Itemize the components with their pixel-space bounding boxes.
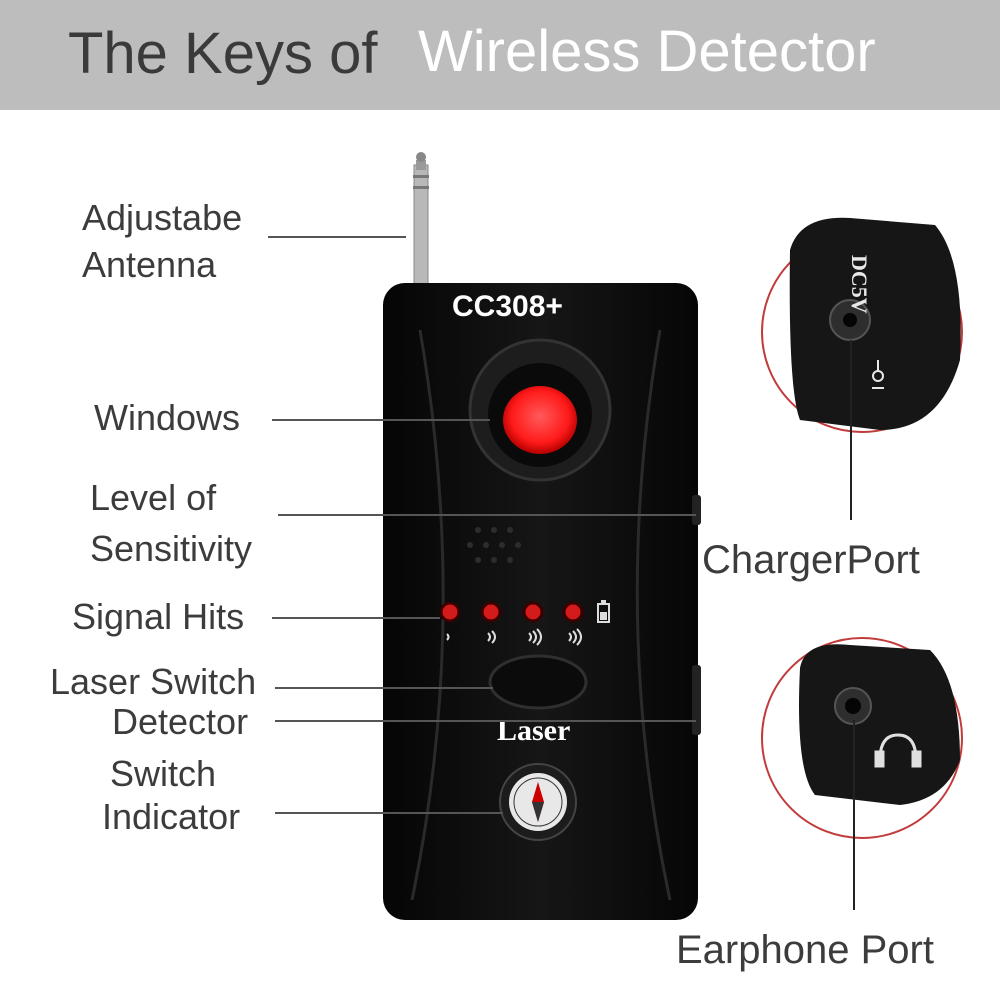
- callout-sensitivity: Level of Sensitivity: [90, 476, 252, 570]
- headphones-icon: [874, 733, 922, 768]
- callout-antenna-line-2: Antenna: [82, 244, 217, 286]
- callout-detector: Detector: [112, 701, 249, 742]
- earphone-port-detail: [761, 637, 963, 839]
- leader-earphone-port: [853, 720, 855, 910]
- callout-antenna-line-1: Adjustabe: [82, 197, 243, 238]
- title-part-2: Wireless Detector: [418, 19, 876, 84]
- charger-port-label: ChargerPort: [702, 538, 920, 582]
- callout-switch-indicator-line-2: Indicator: [102, 796, 241, 838]
- callout-switch-indicator-line-1: Switch: [110, 753, 217, 794]
- sensor-window: [468, 338, 612, 482]
- leader-charger-port: [850, 340, 852, 520]
- callout-signal-hits: Signal Hits: [72, 596, 245, 637]
- signal-leds: [439, 600, 610, 646]
- laser-button[interactable]: [488, 654, 588, 710]
- device-body: [383, 283, 698, 920]
- title-banner: The Keys of Wireless Detector: [0, 0, 1000, 110]
- dc-plug-icon: [872, 360, 884, 389]
- leader-detector: [275, 720, 696, 722]
- antenna[interactable]: [413, 152, 429, 291]
- leader-switch-indicator: [275, 812, 503, 814]
- charger-port-detail: [761, 217, 963, 433]
- callout-laser-switch: Laser Switch: [50, 661, 257, 702]
- compass-icon: [499, 763, 577, 841]
- leader-antenna: [268, 236, 406, 238]
- leader-windows: [272, 419, 490, 421]
- laser-button-label[interactable]: Laser: [497, 714, 571, 747]
- callout-switch-indicator: Switch Indicator: [102, 752, 240, 838]
- callout-antenna: Adjustabe Antenna: [82, 196, 242, 286]
- speaker-grill: [467, 527, 521, 563]
- dc5v-marking: DC5V: [847, 255, 872, 314]
- callout-sensitivity-line-1: Level of: [90, 477, 217, 518]
- callout-windows: Windows: [94, 397, 241, 438]
- battery-icon: [597, 600, 610, 623]
- leader-signal-hits: [272, 617, 440, 619]
- leader-laser-switch: [275, 687, 493, 689]
- model-label: CC308+: [452, 290, 563, 323]
- callout-sensitivity-line-2: Sensitivity: [90, 528, 253, 570]
- leader-sensitivity: [278, 514, 696, 516]
- title-part-1: The Keys of: [68, 21, 378, 86]
- earphone-port-label: Earphone Port: [676, 928, 934, 972]
